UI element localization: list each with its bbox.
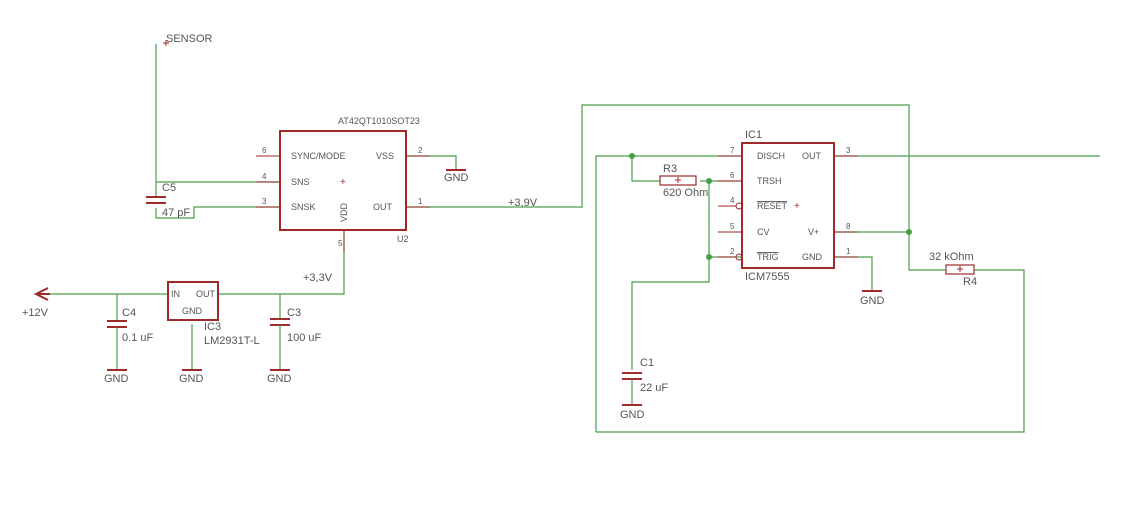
- ic1-trig-label: TRIG: [757, 252, 779, 262]
- gnd-c3-label: GND: [267, 373, 292, 385]
- chip-u2: AT42QT1010SOT23 U2 6 4 3 2 1 5 SYNC/MODE…: [256, 116, 430, 252]
- wire-gnd-ic1: [834, 256, 873, 290]
- ic1-name: ICM7555: [745, 271, 790, 283]
- gnd-c4-label: GND: [104, 373, 129, 385]
- u2-out-label: OUT: [373, 202, 393, 212]
- ic1-disch-label: DISCH: [757, 151, 785, 161]
- gnd-vss: GND: [444, 169, 469, 184]
- wire-r4-loop: [596, 269, 1025, 433]
- u2-snsk-label: SNSK: [291, 202, 316, 212]
- ic3-gnd-label: GND: [182, 306, 203, 316]
- junction-trsh: [706, 178, 712, 184]
- c3-value: 100 uF: [287, 332, 322, 344]
- chip-ic1: IC1 ICM7555 7 6 4 5 2 3 8 1 DISCH TRSH R…: [718, 129, 858, 283]
- u2-pin4: 4: [262, 172, 267, 181]
- c1-label: C1: [640, 357, 654, 369]
- u2-pin1: 1: [418, 197, 423, 206]
- ic1-ref: IC1: [745, 129, 762, 141]
- c4-value: 0.1 uF: [122, 332, 153, 344]
- junction-vplus: [906, 229, 912, 235]
- r3-label: R3: [663, 163, 677, 175]
- ic1-origin-mark: +: [794, 201, 800, 212]
- gnd-ic3-label: GND: [179, 373, 204, 385]
- gnd-c1-label: GND: [620, 409, 645, 421]
- wire-trsh-trig: [708, 181, 742, 258]
- u2-pin2: 2: [418, 146, 423, 155]
- capacitor-c3: C3 100 uF: [270, 307, 322, 370]
- ic3-name: LM2931T-L: [204, 335, 260, 347]
- u2-sns-label: SNS: [291, 177, 310, 187]
- ic1-cv-label: CV: [757, 227, 770, 237]
- gnd-vss-label: GND: [444, 172, 469, 184]
- capacitor-c4: C4 0.1 uF: [107, 307, 153, 370]
- u2-vss-label: VSS: [376, 151, 394, 161]
- ic1-pin3: 3: [846, 146, 851, 155]
- u2-pin3: 3: [262, 197, 267, 206]
- ic1-pin8: 8: [846, 222, 851, 231]
- ic3-in-label: IN: [171, 289, 180, 299]
- gnd-c3: GND: [267, 369, 292, 385]
- sensor-label: SENSOR: [166, 33, 213, 45]
- ic3-ref: IC3: [204, 321, 221, 333]
- u2-vdd-label: VDD: [339, 202, 349, 222]
- ic1-pin4: 4: [730, 196, 735, 205]
- ic1-pin7: 7: [730, 146, 735, 155]
- gnd-ic3: GND: [179, 369, 204, 385]
- wire-out-39v: [406, 104, 946, 271]
- u2-ref: U2: [397, 234, 409, 244]
- gnd-c4: GND: [104, 369, 129, 385]
- ic1-pin5: 5: [730, 222, 735, 231]
- net-39v-label: +3,9V: [508, 197, 538, 209]
- wire-r3-left: [631, 156, 660, 182]
- c4-label: C4: [122, 307, 136, 319]
- junction-trig: [706, 254, 712, 260]
- capacitor-c5: C5 47 pF: [146, 182, 190, 219]
- ic1-reset-label: RESET: [757, 201, 788, 211]
- wire-vss-gnd: [406, 155, 457, 170]
- wire-disch: [595, 155, 742, 432]
- r3-value: 620 Ohm: [663, 187, 708, 199]
- c5-value: 47 pF: [162, 207, 190, 219]
- junction-disch: [629, 153, 635, 159]
- wire-c1: [631, 257, 710, 370]
- ic1-vplus-label: V+: [808, 227, 819, 237]
- ic1-trsh-label: TRSH: [757, 176, 782, 186]
- r4-value: 32 kOhm: [929, 251, 974, 263]
- gnd-ic1-label: GND: [860, 295, 885, 307]
- ic1-pin2: 2: [730, 247, 735, 256]
- c5-label: C5: [162, 182, 176, 194]
- r4-label: R4: [963, 276, 977, 288]
- capacitor-c1: C1 22 uF: [622, 357, 668, 405]
- u2-sync-label: SYNC/MODE: [291, 151, 346, 161]
- wire-c5-snsk: [155, 206, 280, 219]
- wire-vdd-33v: [218, 230, 345, 295]
- supply-12v-label: +12V: [22, 307, 49, 319]
- ic1-out-label: OUT: [802, 151, 822, 161]
- u2-pin5: 5: [338, 239, 343, 248]
- u2-origin-mark: +: [340, 177, 346, 188]
- ic3-out-label: OUT: [196, 289, 216, 299]
- resistor-r4: 32 kOhm R4: [929, 251, 977, 288]
- regulator-ic3: IN OUT GND IC3 LM2931T-L: [167, 281, 260, 347]
- supply-12v: +12V: [22, 287, 50, 319]
- gnd-c1: GND: [620, 404, 645, 421]
- net-33v-label: +3,3V: [303, 272, 333, 284]
- resistor-r3: R3 620 Ohm: [659, 163, 708, 199]
- sensor-label-group: SENSOR: [163, 33, 213, 46]
- c1-value: 22 uF: [640, 382, 668, 394]
- u2-name: AT42QT1010SOT23: [338, 116, 420, 126]
- ic1-pin6: 6: [730, 171, 735, 180]
- ic1-gnd-label: GND: [802, 252, 823, 262]
- ic1-pin1: 1: [846, 247, 851, 256]
- c3-label: C3: [287, 307, 301, 319]
- gnd-ic1: GND: [860, 290, 885, 307]
- u2-pin6: 6: [262, 146, 267, 155]
